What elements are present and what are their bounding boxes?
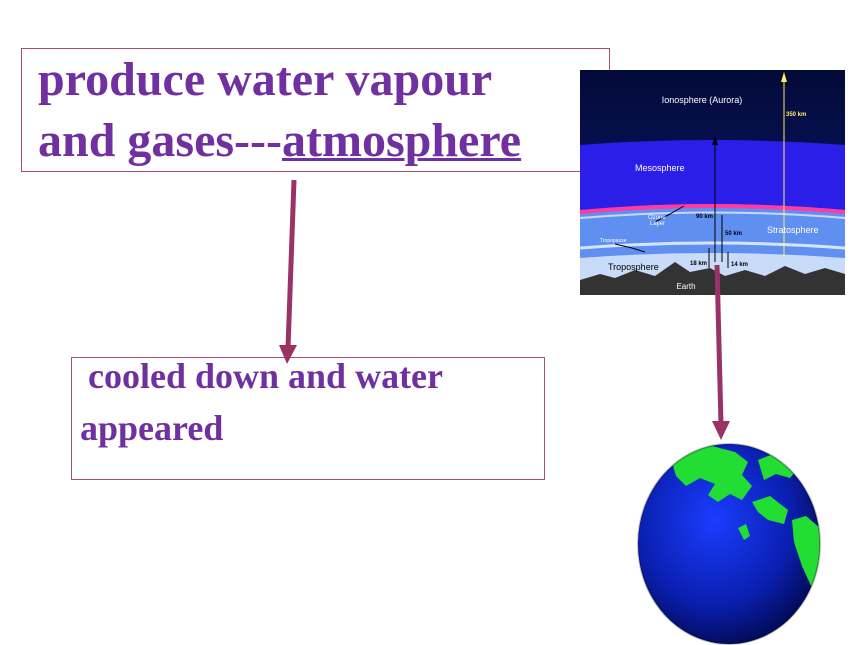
label-14km: 14 km	[731, 262, 748, 268]
tropopause-line	[579, 241, 846, 250]
bottom-box-line-1: cooled down and water	[88, 356, 444, 396]
arrow-head-right	[712, 421, 730, 440]
arrow-shaft-right	[714, 264, 724, 426]
earth-surface	[580, 262, 845, 295]
label-18km: 18 km	[690, 261, 707, 267]
landmass-east	[752, 496, 788, 524]
island-shape	[738, 524, 750, 540]
arrow-shaft-left	[285, 179, 297, 349]
bottom-box-line-2: appeared	[80, 408, 224, 448]
water-text-box	[71, 357, 545, 480]
label-ionosphere: Ionosphere (Aurora)	[662, 95, 743, 105]
label-stratosphere: Stratosphere	[767, 225, 819, 235]
north-america-shape	[672, 446, 752, 502]
label-troposphere: Troposphere	[608, 262, 659, 272]
globe-image	[637, 443, 821, 645]
greenland-shape	[758, 452, 800, 480]
atmosphere-diagram: Ionosphere (Aurora) 350 km Mesosphere Oz…	[579, 70, 846, 295]
label-tropopause: Tropopause	[600, 238, 627, 244]
tropopause-pointer	[614, 243, 646, 253]
ozone-layer-edge	[579, 211, 846, 219]
label-mesosphere: Mesosphere	[635, 163, 685, 173]
altitude-350-arrowhead	[781, 72, 787, 82]
ozone-layer-band	[579, 204, 846, 214]
globe-ocean	[638, 444, 820, 644]
top-box-line-2: and gases---atmosphere	[38, 113, 521, 169]
mesosphere-layer	[580, 140, 845, 210]
stratosphere-layer	[580, 204, 845, 262]
ozone-pointer	[654, 205, 685, 223]
globe-outline	[637, 443, 821, 645]
arrow-atmosphere-to-earth	[712, 264, 730, 440]
label-350km: 350 km	[786, 112, 806, 118]
label-ozone-2: Layer	[650, 221, 665, 227]
atmosphere-text-box	[21, 48, 610, 172]
top-box-line-1: produce water vapour	[38, 53, 493, 106]
arrow-atmosphere-to-water	[279, 179, 297, 364]
top-box-line-2-prefix: and gases---	[38, 114, 283, 167]
label-50km: 50 km	[725, 231, 742, 237]
label-ozone-1: Ozone	[648, 215, 666, 221]
south-america-shape	[792, 516, 820, 588]
label-90km: 90 km	[696, 214, 713, 220]
atmosphere-underlined: atmosphere	[282, 114, 522, 167]
arrow-head-left	[279, 345, 297, 364]
altitude-90-arrowhead	[712, 136, 718, 145]
label-earth: Earth	[676, 282, 695, 291]
